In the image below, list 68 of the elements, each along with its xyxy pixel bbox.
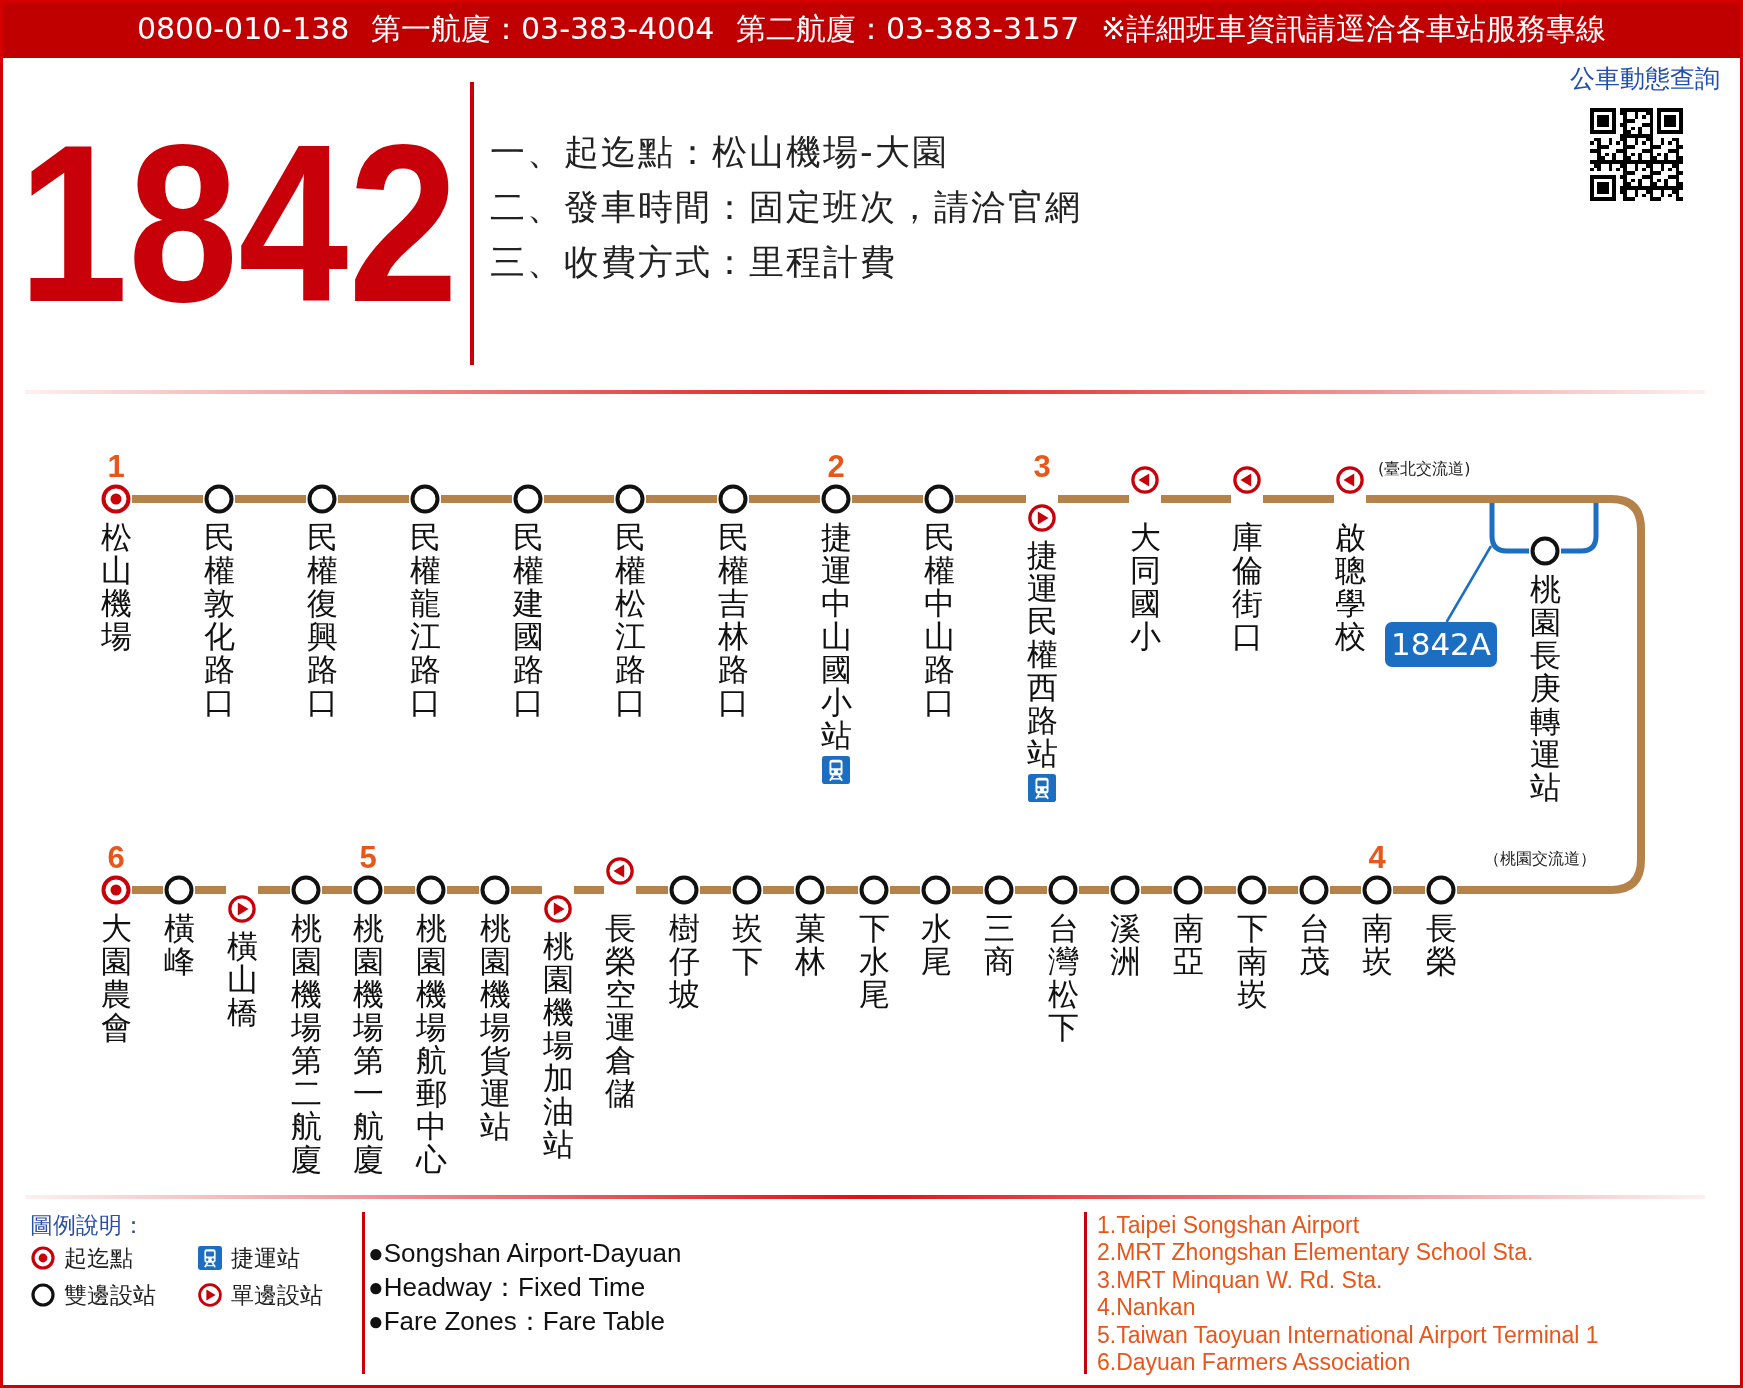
station-name: 桃園機場航郵中心	[415, 912, 447, 1176]
route-summary: ●Headway：Fixed Time	[368, 1271, 646, 1303]
info-line: 三、收費方式：里程計費	[490, 241, 897, 283]
station-name: 台茂	[1298, 912, 1330, 978]
leader-line	[1445, 545, 1493, 623]
station-name: 長榮空運倉儲	[604, 912, 636, 1110]
station-number: 4	[1368, 843, 1386, 873]
station-name: 民權吉林路口	[717, 521, 749, 719]
legend-label: 起迄點	[64, 1244, 133, 1273]
station-name: 松山機場	[100, 521, 132, 653]
info-line: 一、起迄點：松山機場-大園	[490, 131, 949, 173]
route-summary: ●Fare Zones：Fare Table	[368, 1305, 666, 1337]
legend-title: 圖例說明：	[30, 1211, 145, 1240]
info-line: 二、發車時間：固定班次，請洽官網	[490, 186, 1082, 228]
station-name: 橫山橋	[226, 930, 258, 1029]
stop-list-item: 4.Nankan	[1097, 1294, 1196, 1322]
station-name: 捷運中山國小站	[820, 521, 852, 752]
station-name: 南亞	[1172, 912, 1204, 978]
station-number: 5	[359, 843, 377, 873]
station-name: 三商	[983, 912, 1015, 978]
station-number: 6	[107, 843, 125, 873]
station-name: 桃園長庚轉運站	[1529, 573, 1561, 804]
header-banner: 0800-010-138 第一航廈：03-383-4004 第二航廈：03-383-3157 ※詳細班車資訊請逕洽各車站服務專線	[0, 0, 1743, 58]
station-name: 水尾	[920, 912, 952, 978]
station-name: 捷運民權西路站	[1026, 539, 1058, 770]
station-name: 桃園機場加油站	[542, 930, 574, 1161]
station-name: 桃園機場第一航廈	[352, 912, 384, 1176]
station-name: 下南崁	[1236, 912, 1268, 1011]
station-name: 橫峰	[163, 912, 195, 978]
qr-caption: 公車動態查詢	[1570, 63, 1720, 95]
stop-list-item: 1.Taipei Songshan Airport	[1097, 1212, 1360, 1239]
route-number: 1842	[18, 111, 459, 336]
station-name: 南崁	[1361, 912, 1393, 978]
station-name: 民權中山路口	[923, 521, 955, 719]
station-name: 庫倫街口	[1231, 521, 1263, 653]
station-number: 3	[1033, 452, 1051, 482]
station-name: 啟聰學校	[1334, 521, 1366, 653]
station-name: 崁下	[731, 912, 763, 978]
station-name: 桃園機場第二航廈	[290, 912, 322, 1176]
station-number: 1	[107, 452, 125, 482]
stop-list-item: 6.Dayuan Farmers Association	[1097, 1349, 1411, 1376]
interchange-note: （桃園交流道）	[1484, 848, 1596, 870]
station-name: 民權松江路口	[614, 521, 646, 719]
station-name: 下水尾	[858, 912, 890, 1011]
station-name: 台灣松下	[1047, 912, 1079, 1044]
station-number: 2	[827, 452, 845, 482]
legend-label: 單邊設站	[231, 1281, 323, 1310]
stop-list-item: 3.MRT Minquan W. Rd. Sta.	[1097, 1266, 1383, 1294]
station-name: 民權敦化路口	[203, 521, 235, 719]
station-name: 民權建國路口	[512, 521, 544, 719]
station-name: 民權復興路口	[306, 521, 338, 719]
station-name: 樹仔坡	[668, 912, 700, 1011]
station-name: 溪洲	[1109, 912, 1141, 978]
station-name: 菓林	[794, 912, 826, 978]
station-name: 大同國小	[1129, 521, 1161, 653]
interchange-note: (臺北交流道)	[1378, 458, 1471, 480]
stop-list-item: 2.MRT Zhongshan Elementary School Sta.	[1097, 1239, 1534, 1267]
legend-label: 捷運站	[231, 1244, 300, 1273]
route-badge: 1842A	[1385, 622, 1497, 667]
route-summary: ●Songshan Airport-Dayuan	[368, 1237, 682, 1269]
station-name: 桃園機場貨運站	[479, 912, 511, 1143]
legend-label: 雙邊設站	[64, 1281, 156, 1310]
stop-list-item: 5.Taiwan Taoyuan International Airport Terminal 1	[1097, 1321, 1599, 1349]
branch-line	[1561, 503, 1599, 554]
station-name: 大園農會	[100, 912, 132, 1044]
branch-line	[1489, 503, 1529, 554]
station-name: 長榮	[1425, 912, 1457, 978]
station-name: 民權龍江路口	[409, 521, 441, 719]
